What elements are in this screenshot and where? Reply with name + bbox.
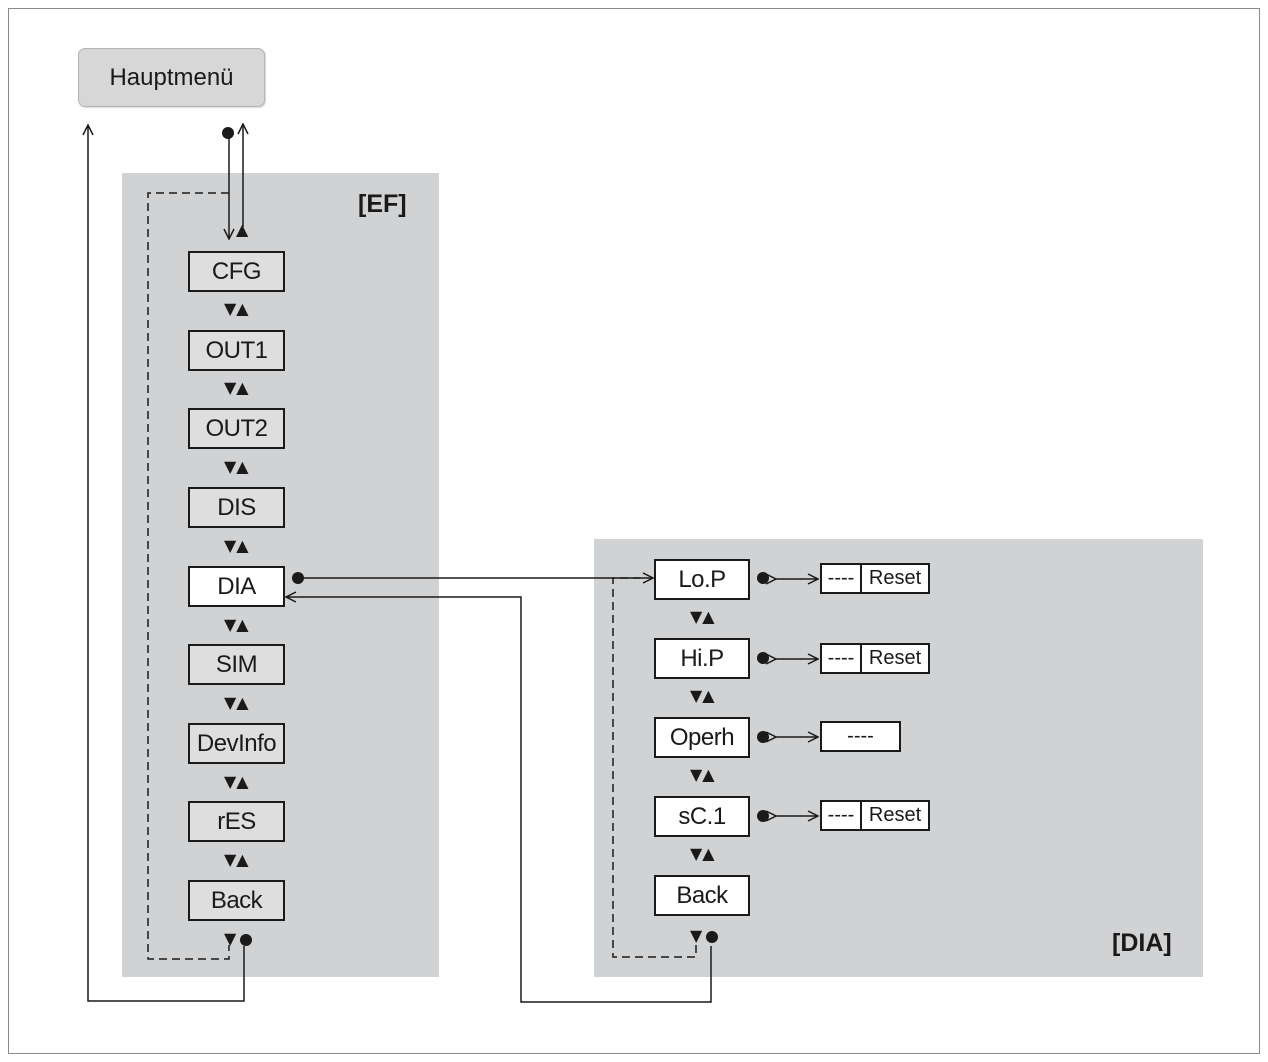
enter-dot-dia-back — [706, 931, 718, 943]
dia-item-sc1[interactable]: sC.1 — [654, 796, 750, 837]
ef-item-out1[interactable]: OUT1 — [188, 330, 285, 371]
enter-dot-main — [222, 127, 234, 139]
sc1-value: ---- — [822, 802, 862, 829]
ef-item-res[interactable]: rES — [188, 801, 285, 842]
hip-value: ---- — [822, 645, 862, 672]
nav-up-icon: ▲ — [236, 220, 249, 239]
nav-down-icon: ▼ — [690, 926, 703, 945]
ef-item-cfg[interactable]: CFG — [188, 251, 285, 292]
lop-value: ---- — [822, 565, 862, 592]
ef-item-dis[interactable]: DIS — [188, 487, 285, 528]
nav-down-icon: ▼ — [224, 929, 237, 948]
hip-reset-button[interactable]: Reset — [868, 647, 922, 669]
main-menu-button[interactable]: Hauptmenü — [78, 48, 265, 107]
nav-arrows-icon: ▼▲ — [224, 772, 249, 791]
hip-value-box: ---- Reset — [820, 643, 930, 674]
ef-item-sim[interactable]: SIM — [188, 644, 285, 685]
nav-arrows-icon: ▼▲ — [690, 765, 715, 784]
ef-item-back[interactable]: Back — [188, 880, 285, 921]
nav-arrows-icon: ▼▲ — [224, 693, 249, 712]
nav-arrows-icon: ▼▲ — [224, 299, 249, 318]
nav-arrows-icon: ▼▲ — [224, 378, 249, 397]
nav-arrows-icon: ▼▲ — [224, 850, 249, 869]
enter-dot-hip — [757, 652, 769, 664]
dia-loop-dashed — [612, 577, 697, 958]
nav-arrows-icon: ▼▲ — [690, 686, 715, 705]
ef-loop-dashed — [147, 192, 230, 960]
lop-value-box: ---- Reset — [820, 563, 930, 594]
enter-dot-operh — [757, 731, 769, 743]
enter-dot-dia — [292, 572, 304, 584]
enter-dot-sc1 — [757, 810, 769, 822]
nav-arrows-icon: ▼▲ — [224, 536, 249, 555]
nav-arrows-icon: ▼▲ — [224, 615, 249, 634]
enter-dot-lop — [757, 572, 769, 584]
sc1-value-box: ---- Reset — [820, 800, 930, 831]
operh-value: ---- — [847, 725, 874, 747]
enter-dot-ef-back — [240, 934, 252, 946]
dia-back-return-line — [286, 597, 712, 1003]
ef-back-to-main-line — [88, 125, 245, 1002]
dia-item-hip[interactable]: Hi.P — [654, 638, 750, 679]
ef-item-devinfo[interactable]: DevInfo — [188, 723, 285, 764]
dia-item-lop[interactable]: Lo.P — [654, 559, 750, 600]
exchange-arrows — [776, 579, 818, 816]
ef-panel-label: [EF] — [358, 190, 407, 218]
nav-arrows-icon: ▼▲ — [690, 607, 715, 626]
nav-arrows-icon: ▼▲ — [690, 844, 715, 863]
ef-item-out2[interactable]: OUT2 — [188, 408, 285, 449]
dia-item-operh[interactable]: Operh — [654, 717, 750, 758]
lop-reset-button[interactable]: Reset — [868, 567, 922, 589]
ef-item-dia[interactable]: DIA — [188, 566, 285, 607]
sc1-reset-button[interactable]: Reset — [868, 804, 922, 826]
dia-panel-label: [DIA] — [1112, 929, 1172, 957]
nav-arrows-icon: ▼▲ — [224, 457, 249, 476]
operh-value-box: ---- — [820, 721, 901, 752]
dia-item-back[interactable]: Back — [654, 875, 750, 916]
